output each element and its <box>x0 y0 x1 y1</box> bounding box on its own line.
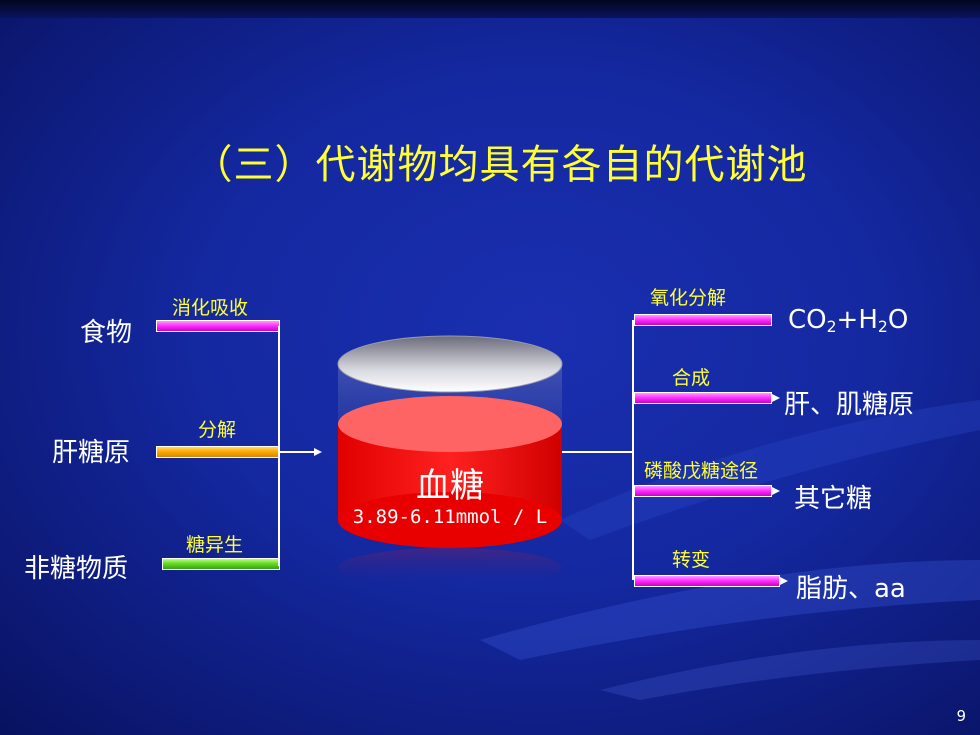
output-glycogen: 肝、肌糖原 <box>784 390 915 420</box>
pool-label: 血糖 <box>416 466 484 506</box>
top-band <box>0 0 980 18</box>
process-label-synthesis: 合成 <box>672 367 711 389</box>
process-label-pentose-phosphate: 磷酸戊糖途径 <box>644 460 759 482</box>
source-label-liver-glycogen: 肝糖原 <box>52 438 131 468</box>
process-label-conversion: 转变 <box>672 549 711 571</box>
bar-conversion <box>634 575 780 587</box>
process-label-gluconeogenesis: 糖异生 <box>186 534 244 556</box>
blood-sugar-pool <box>337 335 563 588</box>
output-fat-aa: 脂肪、aa <box>796 574 906 604</box>
bar-oxidation <box>634 314 772 326</box>
pool-range: 3.89-6.11mmol / L <box>352 506 548 528</box>
arrow-right-icon <box>780 577 788 585</box>
source-label-non-sugar: 非糖物质 <box>24 554 129 584</box>
source-label-food: 食物 <box>80 318 133 348</box>
slide-title: （三）代谢物均具有各自的代谢池 <box>192 142 808 188</box>
bar-pentose-phosphate <box>634 485 772 497</box>
page-number: 9 <box>956 707 966 725</box>
arrow-right-icon <box>772 487 780 495</box>
process-label-decomposition: 分解 <box>198 419 237 441</box>
output-co2-h2o: CO2+H2O <box>788 305 909 336</box>
process-label-oxidation: 氧化分解 <box>650 287 727 309</box>
bar-decomposition <box>156 446 280 458</box>
arrow-right-icon <box>314 448 322 456</box>
bar-synthesis <box>634 392 772 404</box>
connector-right-vertical <box>632 320 634 580</box>
process-label-digestion: 消化吸收 <box>172 297 249 319</box>
output-other-sugars: 其它糖 <box>794 484 873 514</box>
connector-left-vertical <box>278 326 280 566</box>
bar-digestion <box>156 320 280 332</box>
bar-gluconeogenesis <box>162 558 280 570</box>
connector-left-arrow-line <box>280 451 314 453</box>
connector-right-horizontal <box>562 451 634 453</box>
arrow-right-icon <box>772 394 780 402</box>
